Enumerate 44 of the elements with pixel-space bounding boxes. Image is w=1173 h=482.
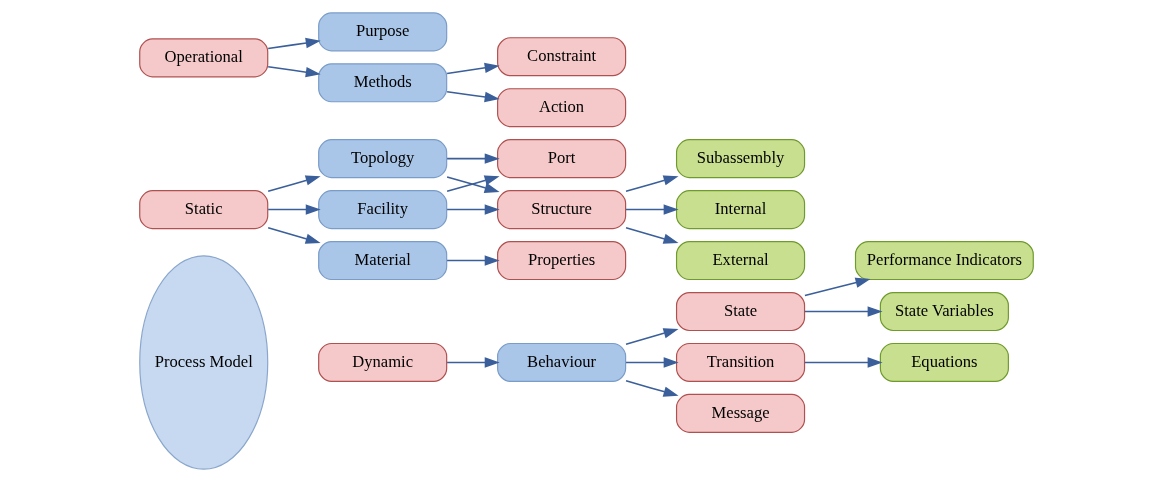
arrow — [446, 357, 500, 368]
node-box: State Variables — [879, 291, 1009, 332]
node-box: Behaviour — [497, 342, 627, 383]
node-box: Equations — [879, 342, 1009, 383]
node-box: Structure — [497, 190, 627, 230]
node-box: Facility — [318, 190, 448, 230]
node-box: Transition — [675, 342, 806, 383]
node-box: Subassembly — [675, 139, 806, 179]
arrow — [804, 277, 871, 297]
node-box: Topology — [318, 139, 448, 179]
node-box: Purpose — [318, 12, 448, 52]
node-box: Constraint — [497, 37, 627, 77]
arrow — [625, 175, 679, 193]
arrow — [267, 66, 321, 78]
arrow — [625, 379, 679, 397]
arrow — [267, 175, 321, 193]
arrow — [804, 357, 883, 368]
node-box: Operational — [139, 38, 269, 78]
node-box: External — [675, 241, 806, 281]
node-box: Port — [497, 139, 627, 179]
node-box: State — [675, 291, 806, 332]
node-box: Methods — [318, 63, 448, 103]
arrow — [804, 306, 883, 317]
arrow — [446, 153, 500, 164]
node-box: Performance Indicators — [854, 241, 1034, 281]
arrow — [625, 328, 679, 345]
arrow — [267, 37, 321, 50]
arrow — [625, 357, 679, 368]
arrow — [267, 227, 321, 244]
node-box: Material — [318, 241, 448, 281]
arrow — [625, 204, 679, 215]
node-box: Message — [675, 393, 806, 433]
arrow — [625, 227, 679, 244]
arrow — [446, 90, 500, 103]
arrow — [446, 204, 500, 215]
node-box: Dynamic — [318, 342, 448, 383]
arrow — [446, 62, 500, 75]
arrow — [446, 255, 500, 266]
node-box: Properties — [497, 241, 627, 281]
node-box: Static — [139, 190, 269, 230]
node-box: Action — [497, 88, 627, 128]
node-box: Internal — [675, 190, 806, 230]
node-ellipse: Process Model — [139, 255, 269, 470]
arrow — [267, 204, 321, 215]
